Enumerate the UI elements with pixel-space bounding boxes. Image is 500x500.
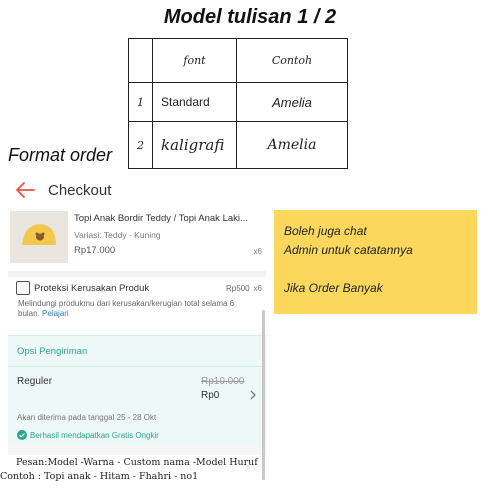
section-divider <box>8 445 266 455</box>
product-price-row: Rp17.000 x6 <box>74 245 262 256</box>
shipping-title: Opsi Pengiriman <box>17 346 88 357</box>
table-header-number <box>128 38 153 83</box>
product-protection: Proteksi Kerusakan Produk Rp500 x6 Melin… <box>16 281 262 319</box>
protection-quantity: x6 <box>253 283 262 293</box>
section-divider <box>8 271 266 277</box>
product-price: Rp17.000 <box>74 245 116 256</box>
shipping-method[interactable]: Reguler <box>17 376 53 387</box>
table-header-font: font <box>152 38 237 83</box>
scrollbar[interactable] <box>262 310 265 480</box>
table-row: 2 kaligrafi Amelia <box>128 121 348 169</box>
format-order-label: Format order <box>8 145 113 165</box>
page-title: Model tulisan 1 / 2 <box>163 6 337 28</box>
note-line: Jika Order Banyak <box>284 281 383 295</box>
free-shipping-row: Berhasil mendapatkan Gratis Ongkir <box>17 430 159 440</box>
checkout-title: Checkout <box>48 181 112 199</box>
yellow-cap-icon <box>10 211 68 263</box>
shipping-options: Opsi Pengiriman Reguler Rp10.000 Rp0 Aka… <box>8 335 266 445</box>
protection-name: Proteksi Kerusakan Produk <box>34 282 150 294</box>
table-header-example: Contoh <box>236 38 348 83</box>
check-circle-icon <box>17 430 27 440</box>
checkout-panel: Topi Anak Bordir Teddy / Topi Anak Laki.… <box>8 207 266 455</box>
checkout-header: Checkout <box>14 180 111 200</box>
font-name-kaligrafi: kaligrafi <box>152 121 237 169</box>
shipping-old-price: Rp10.000 <box>201 376 245 387</box>
order-format-example: Contoh : Topi anak - Hitam - Fhahri - no… <box>0 471 199 482</box>
free-shipping-text: Berhasil mendapatkan Gratis Ongkir <box>30 430 159 440</box>
protection-row: Proteksi Kerusakan Produk Rp500 x6 <box>16 281 262 295</box>
protection-description: Melindungi produkmu dari kerusakan/kerug… <box>18 299 244 319</box>
font-name-standard: Standard <box>152 81 237 123</box>
row-number: 2 <box>128 121 153 169</box>
protection-description-text: Melindungi produkmu dari kerusakan/kerug… <box>18 299 235 318</box>
sticky-note: Boleh juga chat Admin untuk catatannya J… <box>274 210 477 314</box>
font-example-standard: Amelia <box>236 81 348 123</box>
note-line: Admin untuk catatannya <box>284 243 413 257</box>
note-line: Boleh juga chat <box>284 224 367 238</box>
product-name: Topi Anak Bordir Teddy / Topi Anak Laki.… <box>74 213 248 224</box>
shipping-eta: Akan diterima pada tanggal 25 - 28 Okt <box>17 413 157 422</box>
arrow-left-icon[interactable] <box>14 180 36 200</box>
product-item[interactable]: Topi Anak Bordir Teddy / Topi Anak Laki.… <box>8 207 266 265</box>
order-format-instruction: Pesan:Model -Warna - Custom nama -Model … <box>16 457 258 468</box>
product-variant: Variasi: Teddy - Kuning <box>74 230 161 240</box>
shipping-new-price: Rp0 <box>201 390 220 401</box>
protection-price: Rp500 <box>225 283 250 293</box>
protection-checkbox[interactable] <box>16 281 30 295</box>
table-row: 1 Standard Amelia <box>128 81 348 123</box>
font-model-table: font Contoh 1 Standard Amelia 2 kaligraf… <box>128 38 348 169</box>
chevron-right-icon[interactable] <box>248 389 258 401</box>
product-quantity: x6 <box>253 247 262 256</box>
font-example-kaligrafi: Amelia <box>236 121 348 169</box>
note-line <box>284 260 467 279</box>
shipping-separator <box>8 366 266 367</box>
product-info: Topi Anak Bordir Teddy / Topi Anak Laki.… <box>74 213 262 265</box>
table-header-row: font Contoh <box>128 38 348 83</box>
row-number: 1 <box>128 81 153 123</box>
learn-more-link[interactable]: Pelajari <box>42 309 69 318</box>
